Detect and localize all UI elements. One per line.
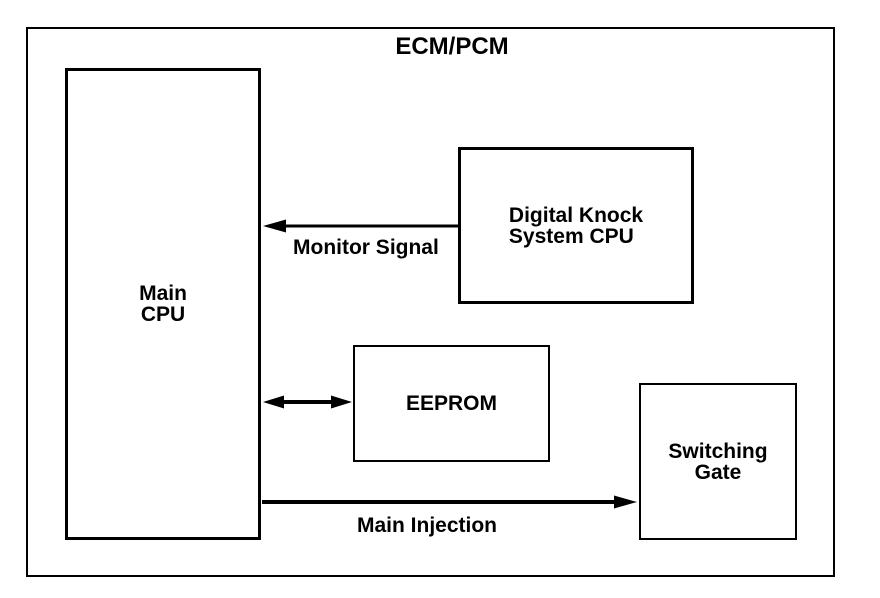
monitor-signal-label: Monitor Signal [293,236,439,259]
block-eeprom: EEPROM [353,345,550,462]
main-injection-label: Main Injection [357,514,498,537]
block-main-cpu: Main CPU [65,68,261,540]
diagram-title: ECM/PCM [395,33,509,60]
block-digital-knock-system-cpu-label: Digital Knock System CPU [508,203,644,248]
ecm-pcm-boundary-box [26,27,835,577]
block-switching-gate-label: Switching Gate [668,439,768,484]
block-switching-gate: Switching Gate [639,383,797,540]
block-eeprom-label: EEPROM [405,392,497,415]
block-digital-knock-system-cpu: Digital Knock System CPU [458,147,694,304]
block-main-cpu-label: Main CPU [139,282,187,326]
